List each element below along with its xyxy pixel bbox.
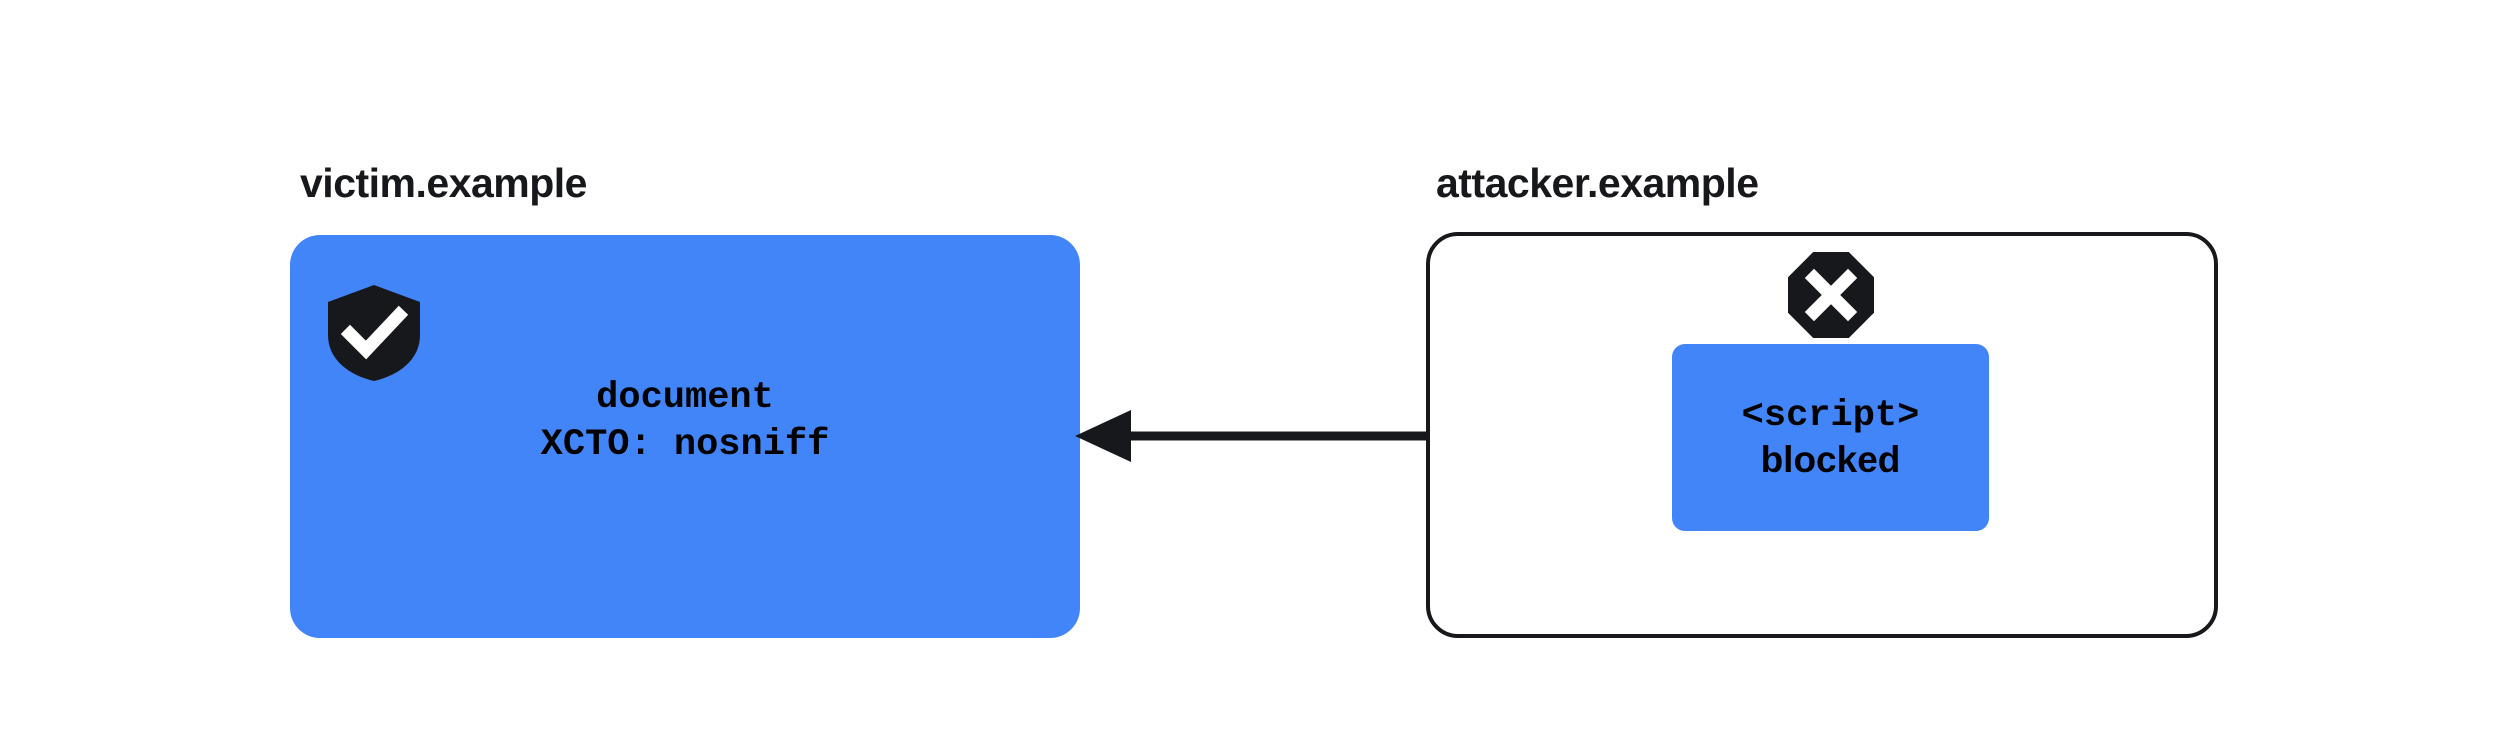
victim-resource-text: document XCTO: nosniff xyxy=(290,375,1080,469)
attacker-origin-label: attacker.example xyxy=(1436,160,1759,206)
script-blocked-status: blocked xyxy=(1760,438,1901,480)
victim-origin-panel: document XCTO: nosniff xyxy=(290,235,1080,638)
attacker-origin-panel: <script> blocked xyxy=(1426,232,2218,638)
victim-origin-label: victim.example xyxy=(300,160,588,206)
script-tag-text: <script> xyxy=(1741,394,1920,437)
victim-header-value: XCTO: nosniff xyxy=(540,424,830,466)
shield-check-icon xyxy=(328,285,420,381)
victim-resource-name: document xyxy=(596,377,774,419)
octagon-x-icon xyxy=(1788,252,1874,338)
blocked-script-chip: <script> blocked xyxy=(1672,344,1989,531)
